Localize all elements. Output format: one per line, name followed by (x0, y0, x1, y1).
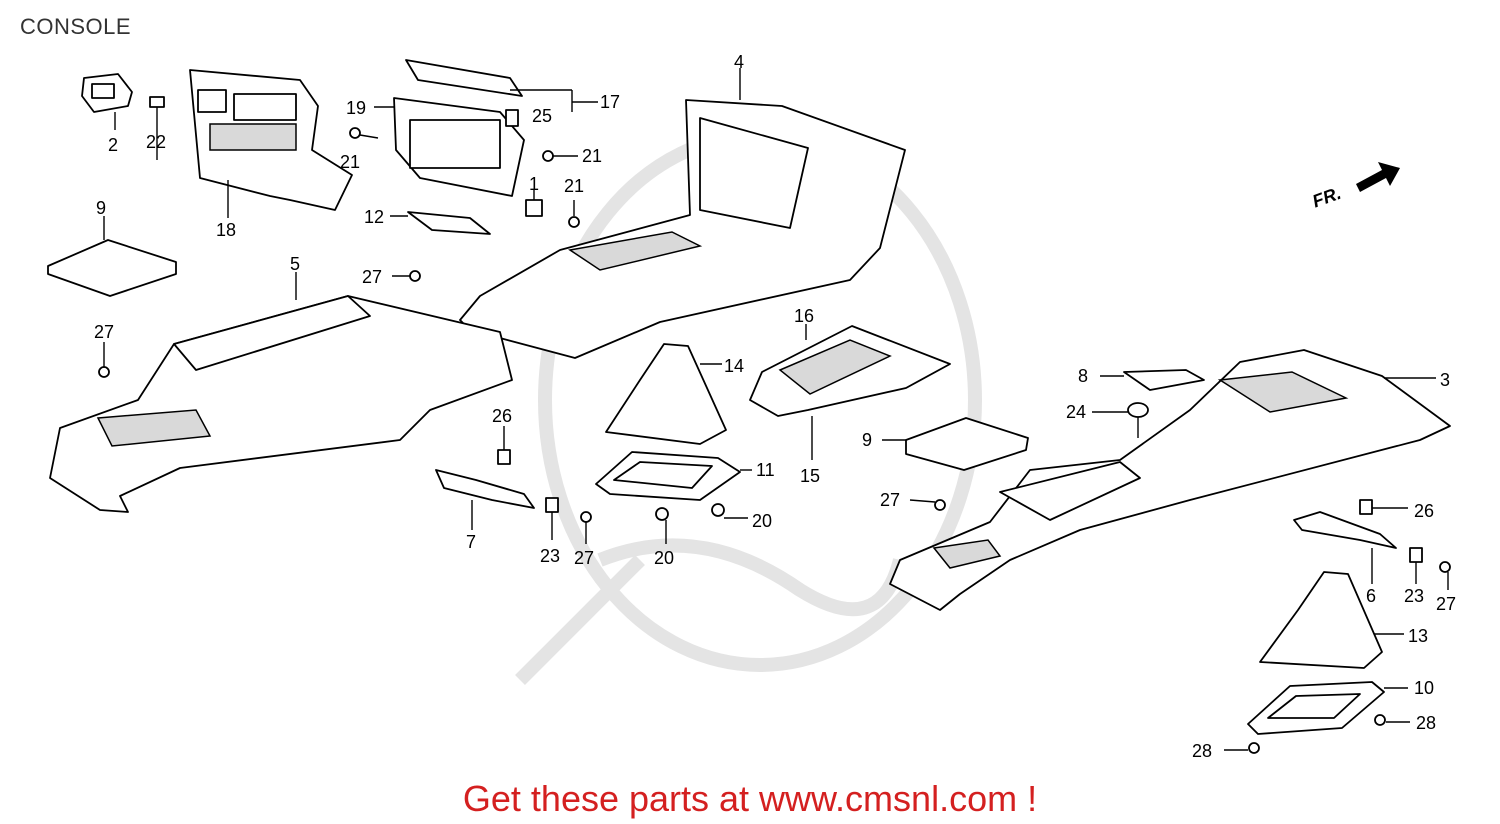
callout-20a: 20 (654, 548, 674, 568)
part-bolt-26b (1359, 499, 1408, 515)
part-screw-27d (909, 499, 946, 511)
part-boot-13 (1259, 571, 1404, 669)
part-bolt-26a (497, 426, 511, 465)
part-screw-21c (568, 200, 580, 228)
callout-2: 2 (108, 135, 118, 155)
part-nut-25 (505, 109, 519, 127)
part-screw-28b (1224, 742, 1260, 754)
part-screw-28a (1374, 714, 1410, 726)
part-frame-10 (1247, 681, 1408, 735)
part-boot-14 (605, 343, 727, 445)
callout-22: 22 (146, 132, 166, 152)
part-screw-21a (349, 127, 379, 139)
callout-28a: 28 (1416, 713, 1436, 733)
callout-15: 15 (800, 466, 820, 486)
callout-11: 11 (756, 460, 775, 480)
callout-1: 1 (529, 174, 539, 194)
callout-28b: 28 (1192, 741, 1212, 761)
callout-27b: 27 (94, 322, 114, 342)
part-lid-8 (1100, 369, 1205, 391)
callout-9a: 9 (96, 198, 106, 218)
callout-4: 4 (734, 52, 744, 72)
part-screw-27c (580, 511, 592, 544)
callout-25: 25 (532, 106, 552, 126)
part-screw-27b (98, 342, 110, 378)
direction-label: FR. (1310, 183, 1344, 212)
callout-24: 24 (1066, 402, 1086, 422)
callout-27a: 27 (362, 267, 382, 287)
callout-18: 18 (216, 220, 236, 240)
front-direction-arrow: FR. (1310, 162, 1400, 212)
part-bracket-17 (405, 59, 598, 112)
part-console-5 (49, 272, 513, 513)
page-title: CONSOLE (20, 14, 132, 39)
part-console-3 (889, 349, 1451, 611)
callout-23b: 23 (1404, 586, 1424, 606)
part-screw-22 (149, 96, 165, 160)
part-screw-27a (392, 270, 421, 282)
part-base-16 (749, 324, 951, 460)
part-panel-19 (374, 97, 525, 197)
callout-14: 14 (724, 356, 744, 376)
callout-26a: 26 (492, 406, 512, 426)
callout-21c: 21 (564, 176, 584, 196)
callout-3: 3 (1440, 370, 1450, 390)
callout-12: 12 (364, 207, 384, 227)
part-screw-27e (1439, 561, 1451, 590)
part-screw-21b (542, 150, 578, 162)
footer-link-text[interactable]: Get these parts at www.cmsnl.com ! (462, 778, 1038, 819)
part-frame-11 (595, 451, 752, 501)
part-bracket-7 (435, 469, 535, 530)
callout-27e: 27 (1436, 594, 1456, 614)
callout-21a: 21 (340, 152, 360, 172)
callout-7: 7 (466, 532, 476, 552)
part-clip-23a (545, 497, 559, 540)
part-lid-9b (882, 417, 1029, 471)
part-screw-20a (655, 507, 669, 544)
callout-27c: 27 (574, 548, 594, 568)
callout-21b: 21 (582, 146, 602, 166)
part-clip-23b (1409, 547, 1423, 584)
callout-labels: 1 2 3 4 5 6 7 8 9 9 10 11 12 13 14 15 16… (94, 52, 1456, 761)
callout-13: 13 (1408, 626, 1428, 646)
callout-26b: 26 (1414, 501, 1434, 521)
part-bezel-18 (189, 69, 353, 218)
callout-20b: 20 (752, 511, 772, 531)
callout-6: 6 (1366, 586, 1376, 606)
callout-5: 5 (290, 254, 300, 274)
callout-19: 19 (346, 98, 366, 118)
callout-27d: 27 (880, 490, 900, 510)
callout-10: 10 (1414, 678, 1434, 698)
part-bracket-2 (81, 73, 133, 130)
callout-8: 8 (1078, 366, 1088, 386)
callout-16: 16 (794, 306, 814, 326)
part-lid-9a (47, 216, 177, 297)
callout-23a: 23 (540, 546, 560, 566)
part-screw-20b (711, 503, 748, 519)
part-console-4 (459, 68, 906, 359)
part-clip-1 (525, 190, 543, 217)
callout-9b: 9 (862, 430, 872, 450)
part-knob-24 (1092, 402, 1149, 438)
callout-17: 17 (600, 92, 620, 112)
part-bracket-6 (1293, 511, 1397, 584)
part-lid-12 (390, 211, 491, 235)
